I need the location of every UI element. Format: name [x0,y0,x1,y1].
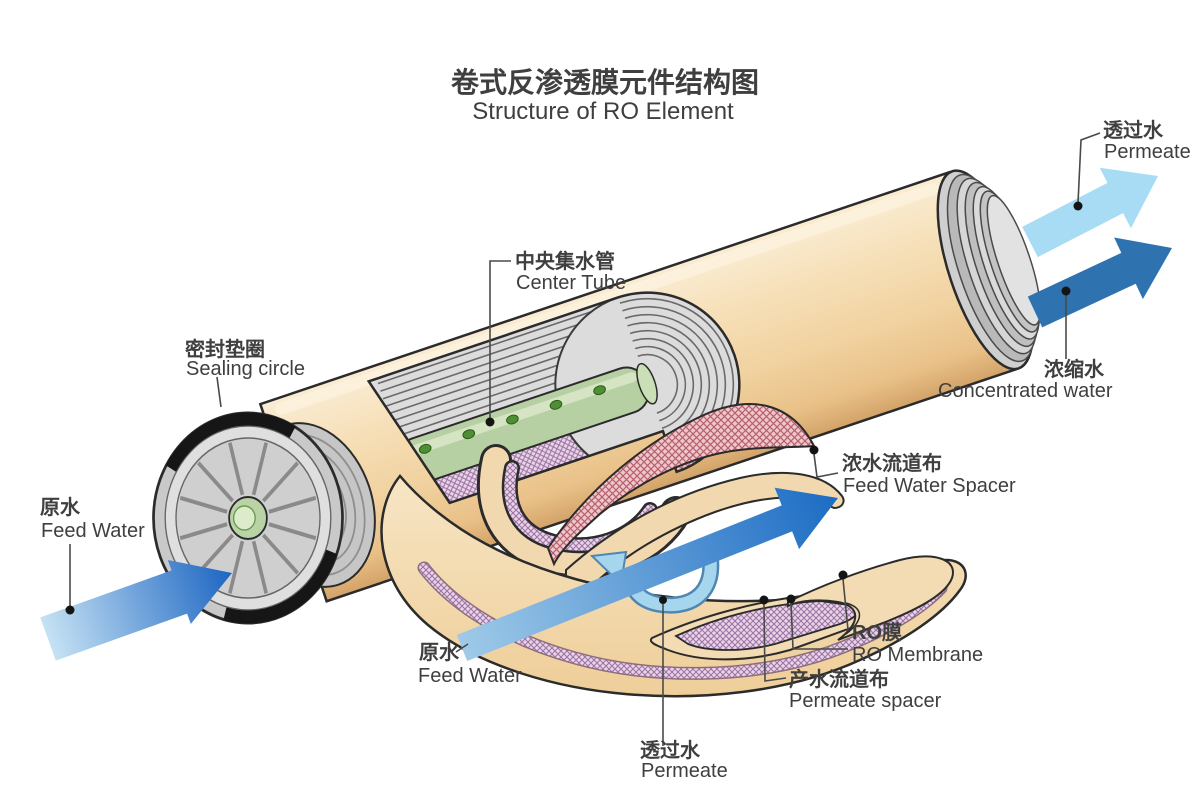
diagram-title-en: Structure of RO Element [472,98,734,125]
leader-feed-water-spacer [813,453,839,478]
sealing-ring-top [165,412,296,472]
label-feed-water-spacer-en: Feed Water Spacer [843,475,1016,497]
center-tube-opening [232,505,256,531]
label-permeate-top-zh: 透过水 [1103,119,1164,142]
cutaway-outline [366,291,741,505]
label-permeate-spacer-zh: 产水流道布 [789,667,889,691]
label-feed-water-left-en: Feed Water [41,520,145,542]
label-sealing-circle-en: Sealing circle [186,358,305,380]
sealing-ring-bottom [223,549,338,624]
label-feed-water-bottom-en: Feed Water [418,665,522,687]
label-ro-membrane-zh: RO膜 [852,620,902,644]
label-permeate-bottom-zh: 透过水 [640,739,701,762]
leader-permeate-spacer [763,603,787,682]
leader-lines [65,132,1101,746]
leader-center-tube [489,260,511,419]
label-feed-water-left-zh: 原水 [40,496,81,519]
label-feed-water-bottom-zh: 原水 [419,641,460,664]
feed-water-flow-arrow [456,487,838,661]
leader-ro-membrane-1 [842,578,849,631]
label-ro-membrane-en: RO Membrane [852,644,983,666]
spoke-wheel [179,442,317,594]
diagram-title-zh: 卷式反渗透膜元件结构图 [451,66,759,98]
label-permeate-spacer-en: Permeate spacer [789,690,942,712]
spiral-layer-lines [377,301,638,438]
label-center-tube-zh: 中央集水管 [515,249,615,273]
label-feed-water-spacer-zh: 浓水流道布 [842,451,942,475]
label-concentrated-water-en: Concentrated water [938,380,1113,402]
leader-sealing-circle [216,376,222,408]
label-center-tube-en: Center Tube [516,272,626,294]
label-permeate-top-en: Permeate [1104,141,1191,163]
element-end-rings [936,169,1042,371]
label-concentrated-water-zh: 浓缩水 [1044,357,1105,381]
feed-water-spacer-sheet [546,403,816,567]
center-tube-holes [418,385,606,454]
label-sealing-circle-zh: 密封垫圈 [185,337,265,361]
ro-membrane-top-sheet [787,555,954,641]
spiral-arcs [619,297,735,467]
label-permeate-bottom-en: Permeate [641,760,728,782]
leader-feed-water-bottom [455,643,469,653]
leader-permeate-top [1077,132,1101,204]
leader-ro-membrane-2 [790,602,848,650]
concentrate-outlet-arrow [1027,237,1172,328]
feed-water-inlet-arrow [40,560,233,661]
center-tube-end [636,362,658,405]
center-tube-highlight [401,372,638,459]
permeate-outlet-arrow [1022,167,1158,258]
